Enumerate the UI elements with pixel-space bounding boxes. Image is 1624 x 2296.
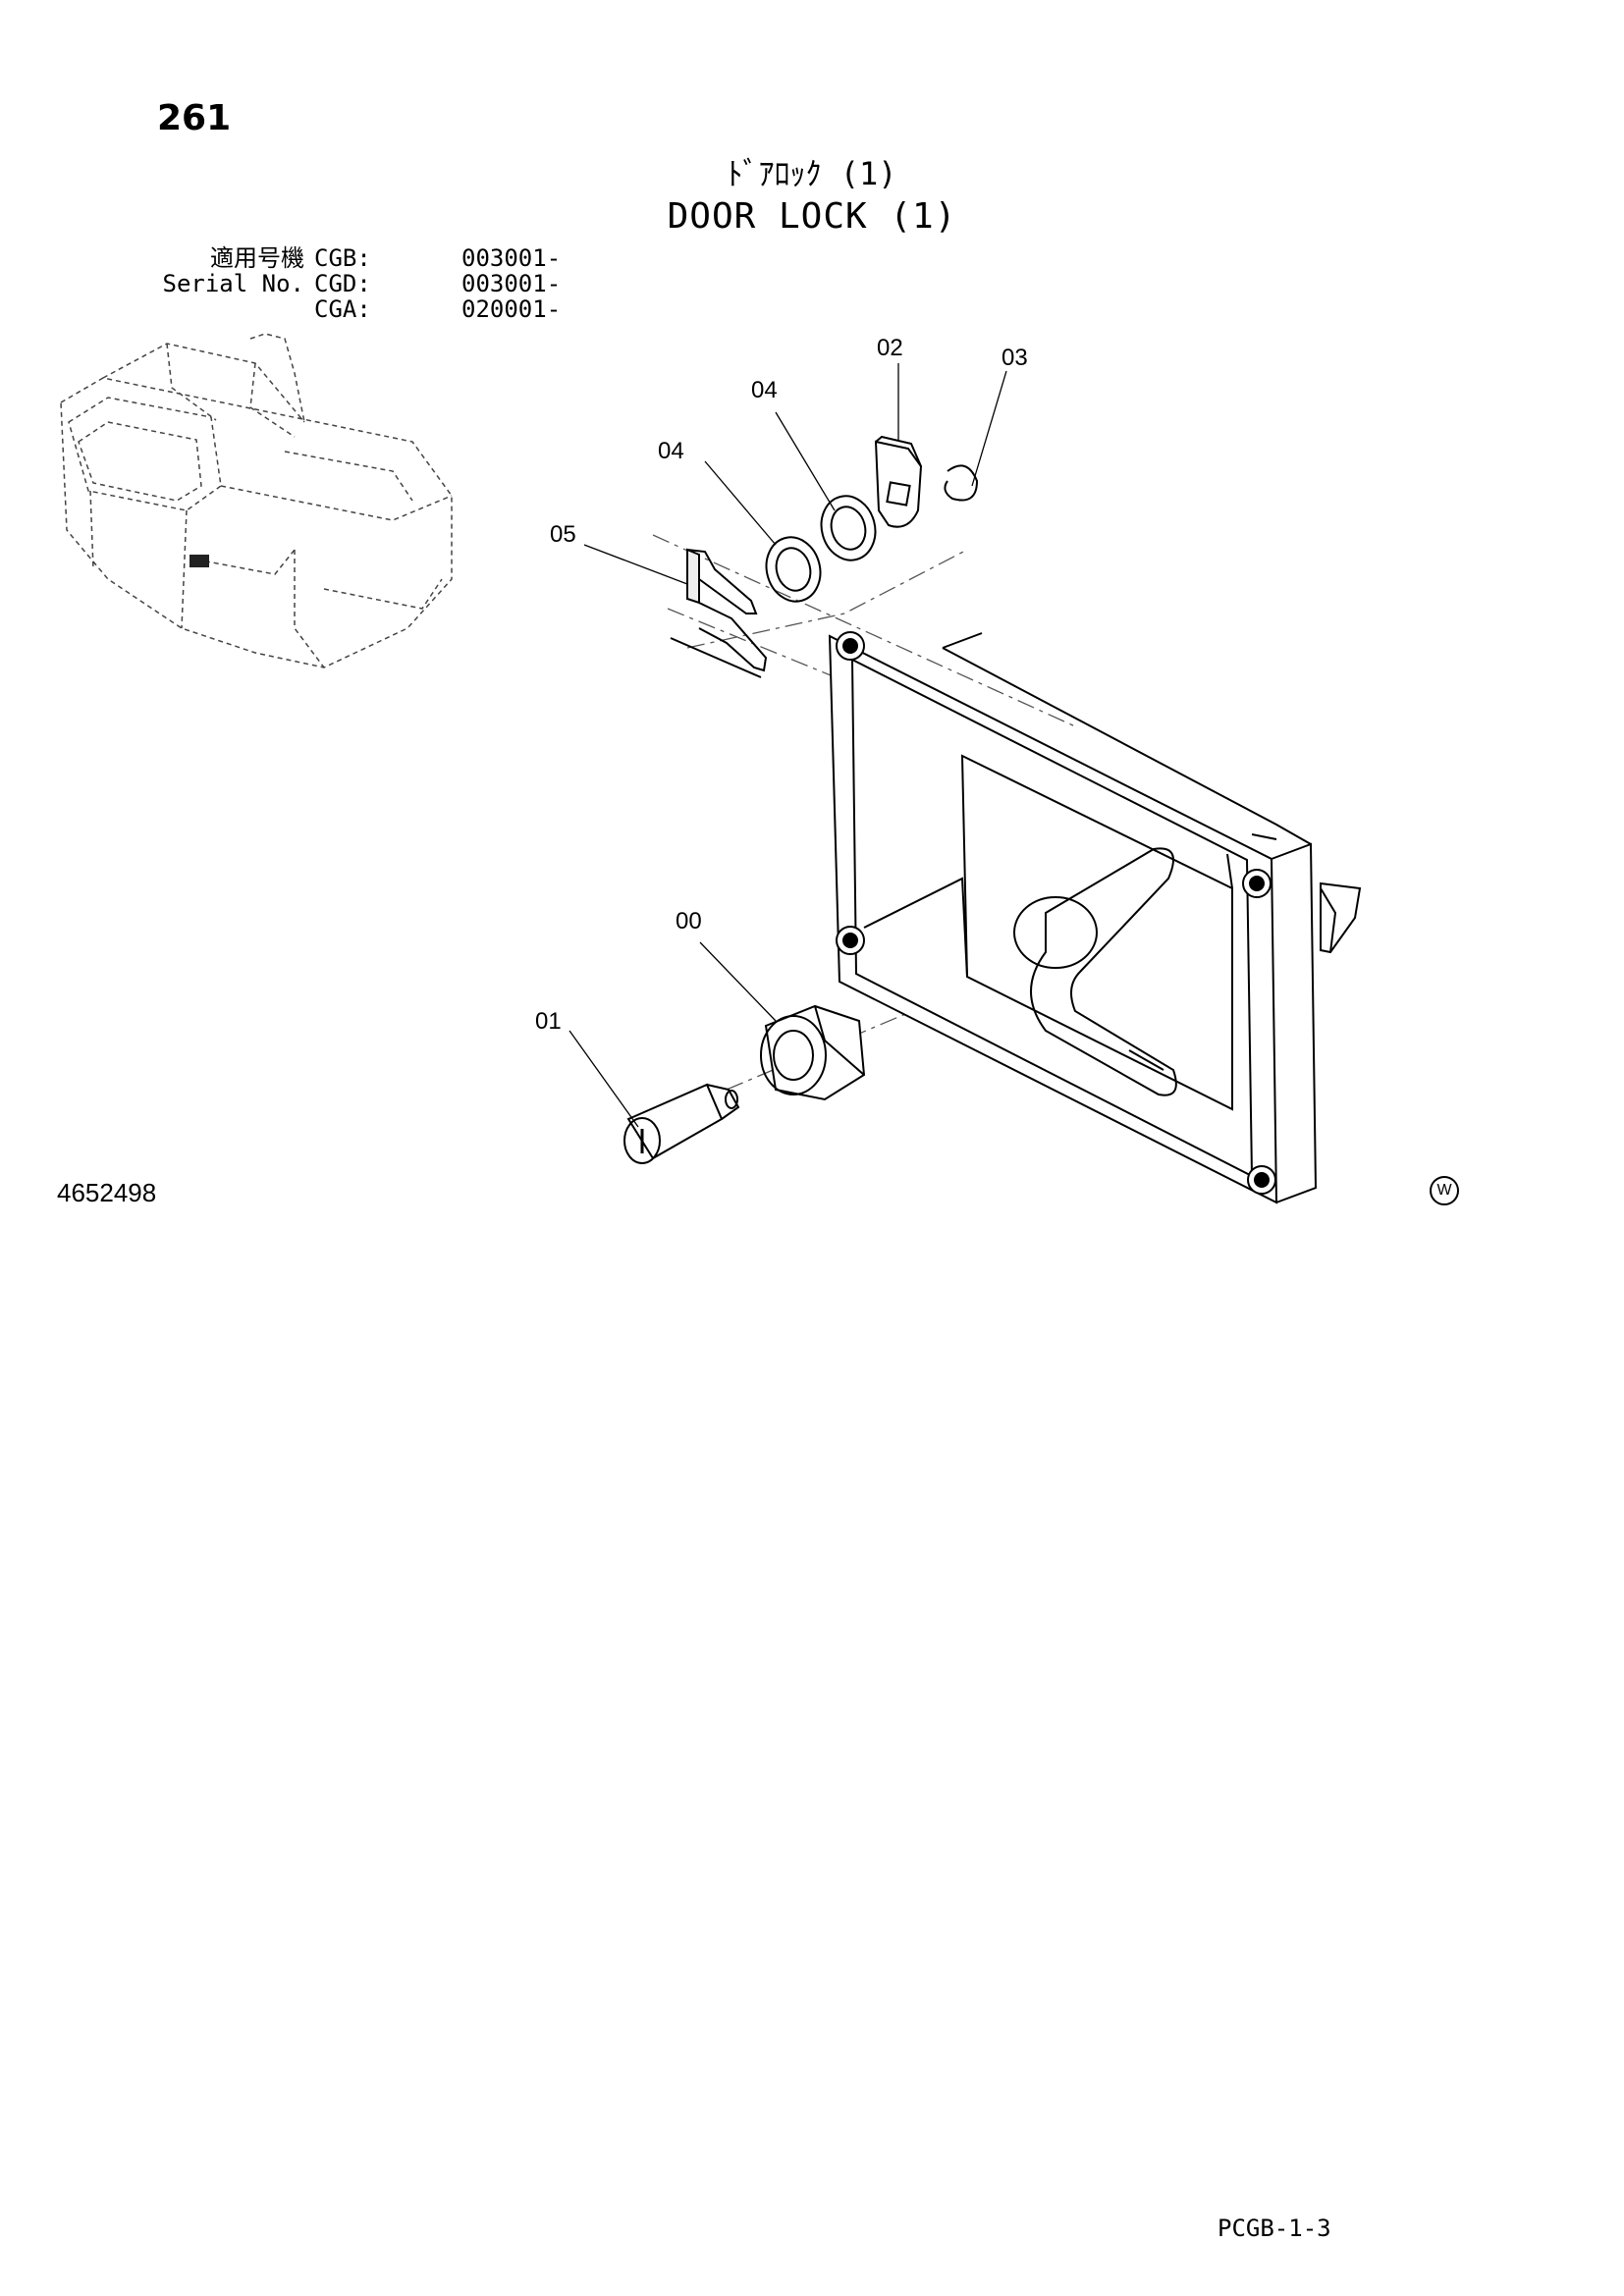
serial-label-jp: 適用号機 [210, 244, 304, 272]
callout-01: 01 [535, 1008, 562, 1035]
model-serial: 020001- [461, 295, 562, 323]
part-02-lock-cam [874, 435, 923, 528]
callout-04: 04 [658, 438, 684, 464]
part-03-snap-ring [944, 464, 979, 502]
serial-row: 適用号機 CGB: 003001- [147, 245, 561, 271]
title-japanese: ﾄﾞｱﾛｯｸ (1) [727, 155, 897, 192]
part-04-washer-right [820, 495, 877, 561]
page-code: PCGB-1-3 [1218, 2215, 1331, 2242]
serial-row: CGA: 020001- [147, 296, 561, 322]
lock-housing-body [828, 631, 1362, 1204]
part-01-key-cylinder [623, 1083, 740, 1164]
title-english: DOOR LOCK (1) [667, 196, 957, 237]
model-code: CGD: [314, 270, 371, 297]
callout-05: 05 [550, 521, 576, 548]
part-05-spring-clip [670, 548, 768, 678]
model-code: CGA: [314, 295, 371, 323]
callout-03: 03 [1001, 345, 1028, 371]
excavator-locator-illustration [60, 333, 453, 668]
callout-04: 04 [751, 377, 778, 403]
serial-row: Serial No. CGD: 003001- [147, 270, 562, 297]
part-00-nut [760, 1004, 866, 1101]
drawing-number: 4652498 [57, 1178, 157, 1207]
callout-02: 02 [877, 335, 903, 361]
callout-leaders [568, 363, 1007, 1128]
model-code: CGB: [314, 244, 371, 272]
watermark-w-symbol: W [1430, 1176, 1459, 1205]
part-04-washer-left [765, 536, 822, 603]
serial-label-en: Serial No. [162, 270, 305, 297]
page-number: 261 [157, 98, 232, 138]
door-lock-location-marker [189, 555, 209, 567]
model-serial: 003001- [461, 244, 562, 272]
model-serial: 003001- [461, 270, 562, 297]
serial-applicability: 適用号機 CGB: 003001- Serial No. CGD: 003001… [147, 245, 562, 322]
callout-00: 00 [676, 908, 702, 934]
